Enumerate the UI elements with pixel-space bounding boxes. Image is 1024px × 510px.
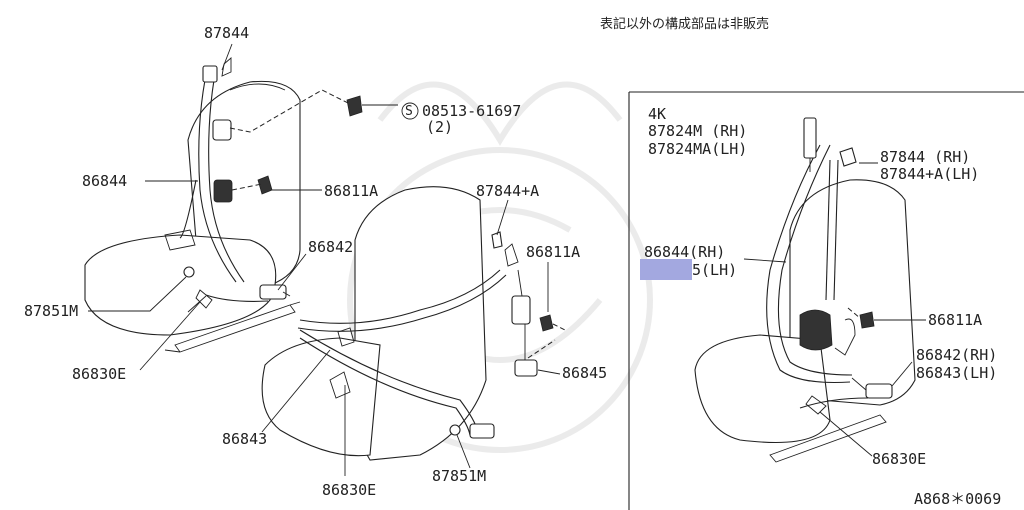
inset-panel: 4K 87824M (RH) 87824MA(LH) 87844 (RH) 87… [628,91,1024,510]
inset-label-87824M-rh: 87824M (RH) [648,122,747,140]
label-86811A-front: 86811A [324,182,378,200]
front-leader-lines [88,43,322,371]
masked-part-highlight [640,259,692,280]
label-86830E-front: 86830E [72,365,126,383]
front-seat-drawing [84,57,398,353]
label-87851M-rear: 87851M [432,467,486,485]
label-86811A-rear: 86811A [526,243,580,261]
diagram-code: A868＊0069 [914,490,1001,508]
label-87851M-front: 87851M [24,302,78,320]
bolt-callout: S 08513-61697 (2) [401,102,521,136]
rear-leader-lines [261,199,561,476]
bolt-symbol: S [405,104,413,119]
label-86845: 86845 [562,364,607,382]
inset-label-86830E: 86830E [872,450,926,468]
non-sale-note: 表記以外の構成部品は非販売 [600,16,769,32]
inset-label-86843-lh: 86843(LH) [916,364,997,382]
label-bolt-qty: (2) [426,118,453,136]
inset-label-86844-rh: 86844(RH) [644,243,725,261]
label-87844: 87844 [204,24,249,42]
inset-variant-label: 4K [648,105,666,123]
inset-label-87824MA-lh: 87824MA(LH) [648,140,747,158]
label-87844+A: 87844+A [476,182,539,200]
inset-label-87844-rh: 87844 (RH) [880,148,970,166]
inset-label-lh-partial: 5(LH) [692,261,737,279]
label-08513-61697: 08513-61697 [422,102,521,120]
label-86844: 86844 [82,172,127,190]
inset-seat-drawing [694,117,916,463]
label-86842: 86842 [308,238,353,256]
inset-label-86811A: 86811A [928,311,982,329]
label-86830E-rear: 86830E [322,481,376,499]
inset-label-86842-rh: 86842(RH) [916,346,997,364]
label-86843: 86843 [222,430,267,448]
rear-seat-drawing [261,186,566,461]
inset-label-87844+A-lh: 87844+A(LH) [880,165,979,183]
